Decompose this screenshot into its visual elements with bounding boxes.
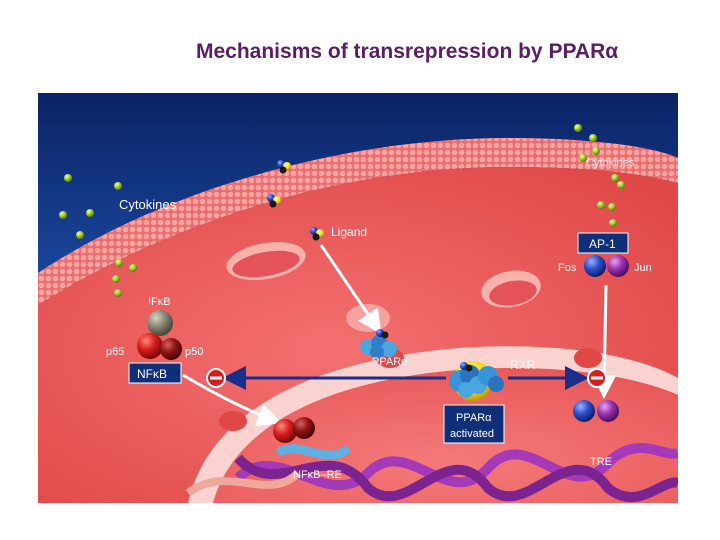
fos-protein <box>573 400 595 422</box>
ppar-alpha-protein <box>360 329 397 359</box>
ligand-arrow <box>319 244 382 334</box>
jun-label: Jun <box>634 262 652 274</box>
p65-protein <box>137 333 163 359</box>
p65-protein <box>273 419 297 443</box>
ligand-label: Ligand <box>331 225 367 239</box>
ppar-activated-label: PPARα <box>456 412 492 424</box>
ligand-molecule <box>310 227 324 241</box>
nfkb-box <box>128 362 182 384</box>
fos-label: Fos <box>558 262 577 274</box>
ppar-activated-sublabel: activated <box>450 428 494 440</box>
ppar-rxr-complex <box>449 361 504 401</box>
nfkb-re-label: NFκB–RE <box>293 469 342 481</box>
p65-label: p65 <box>106 346 124 358</box>
cell-membrane <box>38 138 678 305</box>
p50-label: p50 <box>185 346 203 358</box>
cytokines-label-left: Cytokines <box>119 197 177 212</box>
jun-protein <box>597 400 619 422</box>
fos-protein <box>584 255 606 277</box>
tre-label: TRE <box>590 456 612 468</box>
vesicle <box>346 304 390 332</box>
rxr-label: RXR <box>510 358 536 372</box>
inhibition-icon <box>587 368 607 388</box>
dna-helix <box>185 442 678 502</box>
nfkb-re-site <box>275 444 352 460</box>
ap1-box <box>577 232 629 254</box>
jun-protein <box>607 255 629 277</box>
p50-protein <box>293 417 315 439</box>
slide-title: Mechanisms of transrepression by PPARα <box>196 40 619 63</box>
ap1-label: AP-1 <box>589 237 616 251</box>
ppar-activated-box <box>443 404 505 444</box>
ppar-label: PPARα <box>372 356 408 368</box>
p50-protein <box>160 338 182 360</box>
nfkb-label: NFκB <box>137 367 167 381</box>
nfkb-arrow <box>182 373 282 427</box>
transrepression-diagram: Cytokines Cytokines Ligand AP-1 Fos Jun … <box>38 93 678 503</box>
ikb-label: IFκB <box>148 296 171 308</box>
cytokines-label-right: Cytokines <box>586 157 635 169</box>
inhibition-icon <box>206 368 226 388</box>
cytokine-particles <box>59 124 625 297</box>
ligand-molecule <box>277 160 291 174</box>
ligand-molecule <box>267 194 281 208</box>
ikb-protein <box>147 310 173 336</box>
